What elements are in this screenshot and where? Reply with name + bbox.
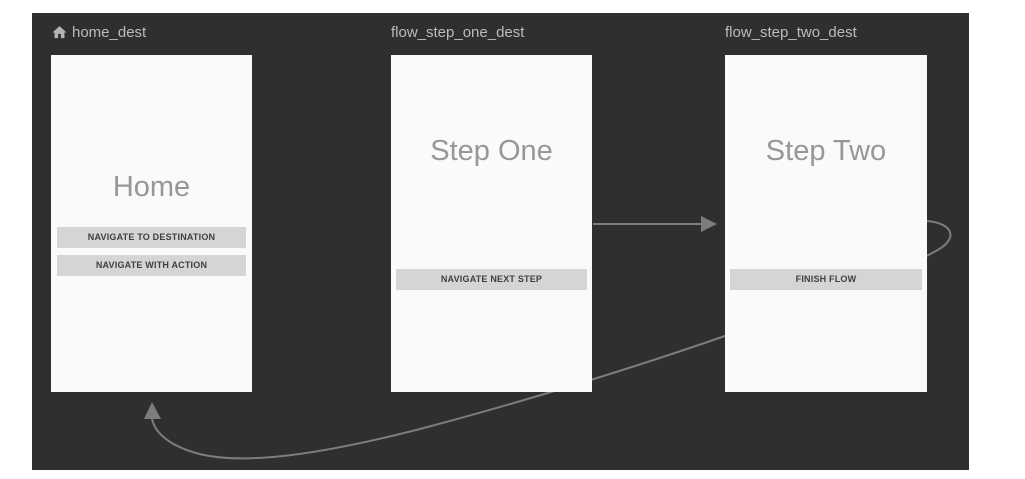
screen-title: Step Two [765, 135, 887, 167]
home-icon [51, 24, 68, 41]
destination-header-step-two[interactable]: flow_step_two_dest [725, 23, 857, 42]
destination-header-home[interactable]: home_dest [51, 23, 146, 42]
destination-card-step-one[interactable]: Step One NAVIGATE NEXT STEP [391, 55, 592, 392]
screen-button: NAVIGATE NEXT STEP [396, 269, 587, 290]
screen-title: Home [112, 171, 191, 203]
destination-header-step-one[interactable]: flow_step_one_dest [391, 23, 524, 42]
destination-card-step-two[interactable]: Step Two FINISH FLOW [725, 55, 927, 392]
screen-button: NAVIGATE WITH ACTION [57, 255, 246, 276]
screen-title: Step One [430, 135, 553, 167]
destination-card-home[interactable]: Home NAVIGATE TO DESTINATION NAVIGATE WI… [51, 55, 252, 392]
destination-label: home_dest [72, 24, 147, 41]
destination-label: flow_step_one_dest [391, 24, 525, 41]
screen-button: FINISH FLOW [730, 269, 922, 290]
destination-label: flow_step_two_dest [725, 24, 857, 41]
screen-button: NAVIGATE TO DESTINATION [57, 227, 246, 248]
